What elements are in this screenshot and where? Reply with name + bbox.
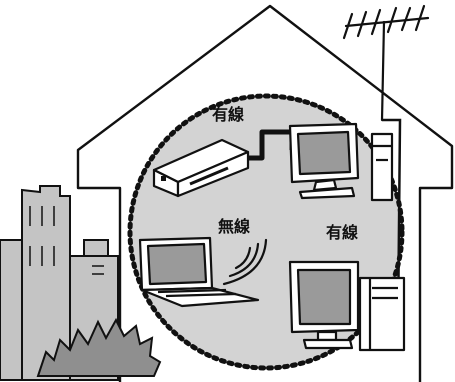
pc-tower-icon bbox=[372, 134, 392, 200]
pc-tower-bottom bbox=[360, 278, 404, 350]
wired-label-top: 有線 bbox=[212, 105, 244, 124]
wireless-label: 無線 bbox=[218, 217, 250, 236]
wired-label-right: 有線 bbox=[326, 223, 358, 242]
